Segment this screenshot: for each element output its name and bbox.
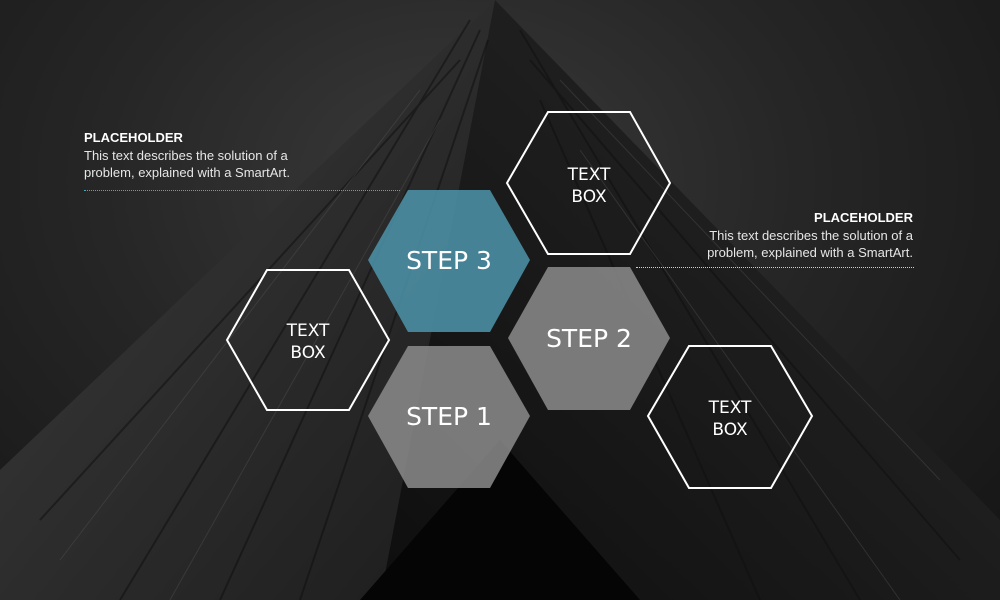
text-box-right-line1: TEXT — [708, 398, 752, 418]
callout-right-connector — [636, 267, 914, 268]
hex-text-box-right — [646, 345, 814, 489]
callout-right-title: PLACEHOLDER — [814, 210, 913, 225]
step-3-label: STEP 3 — [406, 246, 492, 275]
text-box-left-line2: BOX — [290, 343, 326, 363]
callout-left-title: PLACEHOLDER — [84, 130, 183, 145]
text-box-left-line1: TEXT — [286, 321, 330, 341]
callout-left-body-line2: problem, explained with a SmartArt. — [84, 165, 290, 180]
callout-right: PLACEHOLDER This text describes the solu… — [640, 210, 913, 261]
text-box-top-line1: TEXT — [567, 165, 611, 185]
callout-left-body-line1: This text describes the solution of a — [84, 148, 288, 163]
callout-left: PLACEHOLDER This text describes the solu… — [84, 130, 384, 181]
text-box-right-line2: BOX — [712, 420, 748, 440]
hex-step-2 — [508, 267, 670, 410]
hex-step-3 — [368, 190, 530, 332]
step-2-label: STEP 2 — [546, 324, 632, 353]
hex-text-box-left — [225, 269, 391, 411]
text-box-top-line2: BOX — [571, 187, 607, 207]
step-1-label: STEP 1 — [406, 402, 492, 431]
hex-step-1 — [368, 346, 530, 488]
callout-left-connector — [84, 190, 400, 191]
callout-right-body-line1: This text describes the solution of a — [709, 228, 913, 243]
callout-right-body-line2: problem, explained with a SmartArt. — [707, 245, 913, 260]
hex-text-box-top — [505, 111, 672, 255]
